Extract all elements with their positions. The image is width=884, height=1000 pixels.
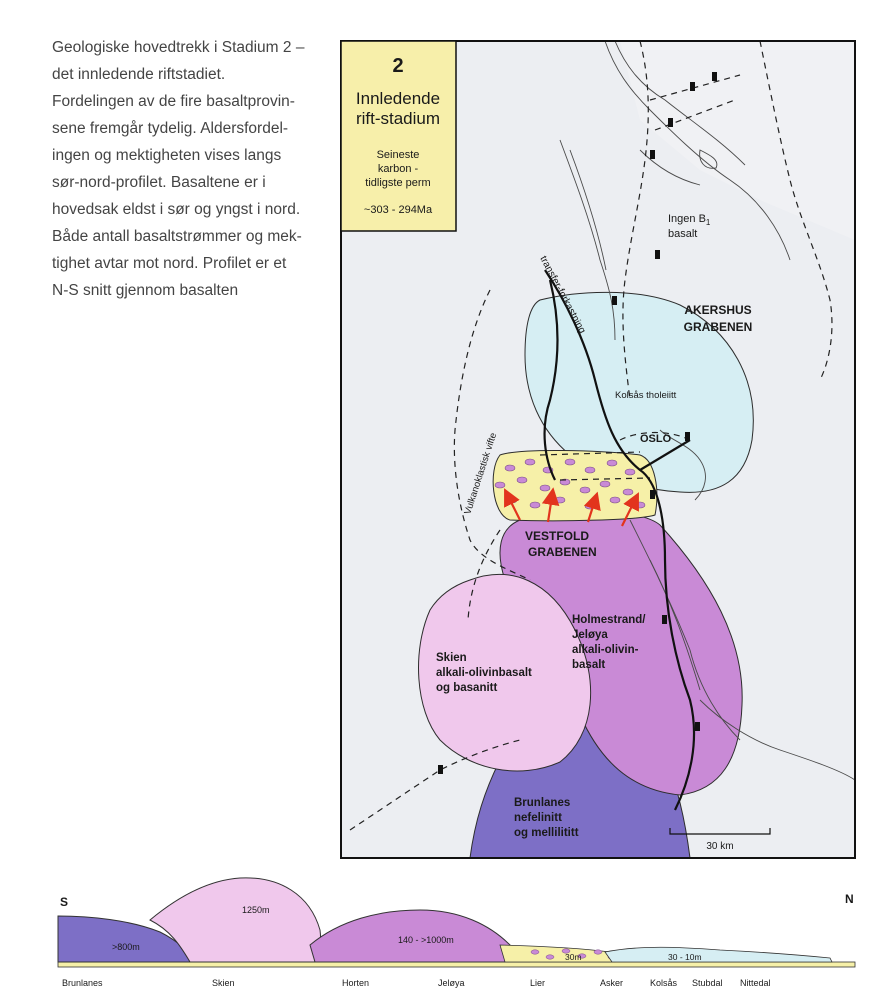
profile-kolsas bbox=[604, 946, 833, 963]
thickness-lier: 30m bbox=[565, 952, 582, 962]
scale-label: 30 km bbox=[706, 841, 733, 852]
caption-line: hovedsak eldst i sør og yngst i nord. bbox=[52, 201, 301, 218]
caption-line: N-S snitt gjennom basalten bbox=[52, 282, 239, 299]
locality-label: Skien bbox=[212, 978, 235, 988]
ingen-basalt-label: basalt bbox=[668, 228, 697, 240]
thickness-brunlanes: >800m bbox=[112, 942, 140, 952]
kolsas-label: Kolsås tholeiitt bbox=[615, 390, 677, 401]
locality-label: Nittedal bbox=[740, 978, 771, 988]
vestfold-label-2: GRABENEN bbox=[528, 545, 597, 559]
oslo-label: OSLO bbox=[640, 433, 672, 445]
profile-baseline bbox=[57, 961, 856, 968]
cross-section: S N >800m 1250m 140 - >1000m 30m 30 - 10… bbox=[57, 877, 856, 988]
holmestrand-label-1: Holmestrand/ bbox=[572, 614, 646, 626]
holmestrand-label-2: Jeløya bbox=[572, 629, 608, 641]
locality-label: Kolsås bbox=[650, 978, 678, 988]
locality-label: Stubdal bbox=[692, 978, 723, 988]
legend-period-2: karbon - bbox=[378, 163, 419, 175]
legend-period-1: Seineste bbox=[377, 149, 420, 161]
thickness-kolsas: 30 - 10m bbox=[668, 952, 702, 962]
skien-label-1: Skien bbox=[436, 652, 467, 664]
caption-line: sene fremgår tydelig. Aldersfordel- bbox=[52, 120, 289, 137]
caption-line: det innledende riftstadiet. bbox=[52, 66, 226, 83]
vestfold-label-1: VESTFOLD bbox=[525, 529, 589, 543]
legend-age: ~303 - 294Ma bbox=[364, 204, 433, 216]
brunlanes-label-2: nefelinitt bbox=[514, 812, 562, 824]
skien-province bbox=[418, 573, 592, 772]
ingen-b1-label: Ingen B1 bbox=[668, 213, 711, 227]
caption-line: ingen og mektigheten vises langs bbox=[52, 147, 282, 164]
legend-title-1: Innledende bbox=[356, 89, 440, 108]
coastline-rivers bbox=[559, 41, 855, 781]
holmestrand-label-4: basalt bbox=[572, 659, 605, 671]
scale-bar: 30 km bbox=[669, 828, 771, 852]
legend-title-2: rift-stadium bbox=[356, 109, 440, 128]
profile-skien bbox=[149, 877, 321, 963]
locality-label: Horten bbox=[342, 978, 369, 988]
skien-label-3: og basanitt bbox=[436, 682, 498, 694]
profile-north-label: N bbox=[845, 892, 854, 906]
brunlanes-label-1: Brunlanes bbox=[514, 797, 570, 809]
skien-label-2: alkali-olivinbasalt bbox=[436, 667, 532, 679]
holmestrand-label-3: alkali-olivin- bbox=[572, 644, 639, 656]
thickness-horten: 140 - >1000m bbox=[398, 935, 454, 945]
stage-number: 2 bbox=[392, 55, 403, 77]
locality-label: Asker bbox=[600, 978, 623, 988]
caption-line: sør-nord-profilet. Basaltene er i bbox=[52, 174, 266, 191]
brunlanes-label-3: og mellilititt bbox=[514, 827, 579, 839]
caption-line: Geologiske hovedtrekk i Stadium 2 – bbox=[52, 39, 305, 56]
caption-line: tighet avtar mot nord. Profilet er et bbox=[52, 255, 287, 272]
fault-ticks bbox=[438, 72, 717, 774]
transport-arrows bbox=[504, 487, 639, 527]
graben-boundaries bbox=[349, 41, 833, 831]
caption: Geologiske hovedtrekk i Stadium 2 – det … bbox=[52, 34, 322, 304]
caption-line: Fordelingen av de fire basaltprovin- bbox=[52, 93, 295, 110]
fault-lines bbox=[543, 269, 696, 811]
locality-label: Jeløya bbox=[438, 978, 465, 988]
map-frame bbox=[340, 40, 856, 859]
legend-box: 2 Innledende rift-stadium Seineste karbo… bbox=[340, 40, 457, 232]
legend-period-3: tidligste perm bbox=[365, 177, 430, 189]
caption-line: Både antall basaltstrømmer og mek- bbox=[52, 228, 302, 245]
thickness-skien: 1250m bbox=[242, 905, 270, 915]
akershus-label-1: AKERSHUS bbox=[684, 303, 751, 317]
locality-label: Lier bbox=[530, 978, 545, 988]
profile-south-label: S bbox=[60, 895, 68, 909]
locality-label: Brunlanes bbox=[62, 978, 103, 988]
akershus-label-2: GRABENEN bbox=[684, 320, 753, 334]
